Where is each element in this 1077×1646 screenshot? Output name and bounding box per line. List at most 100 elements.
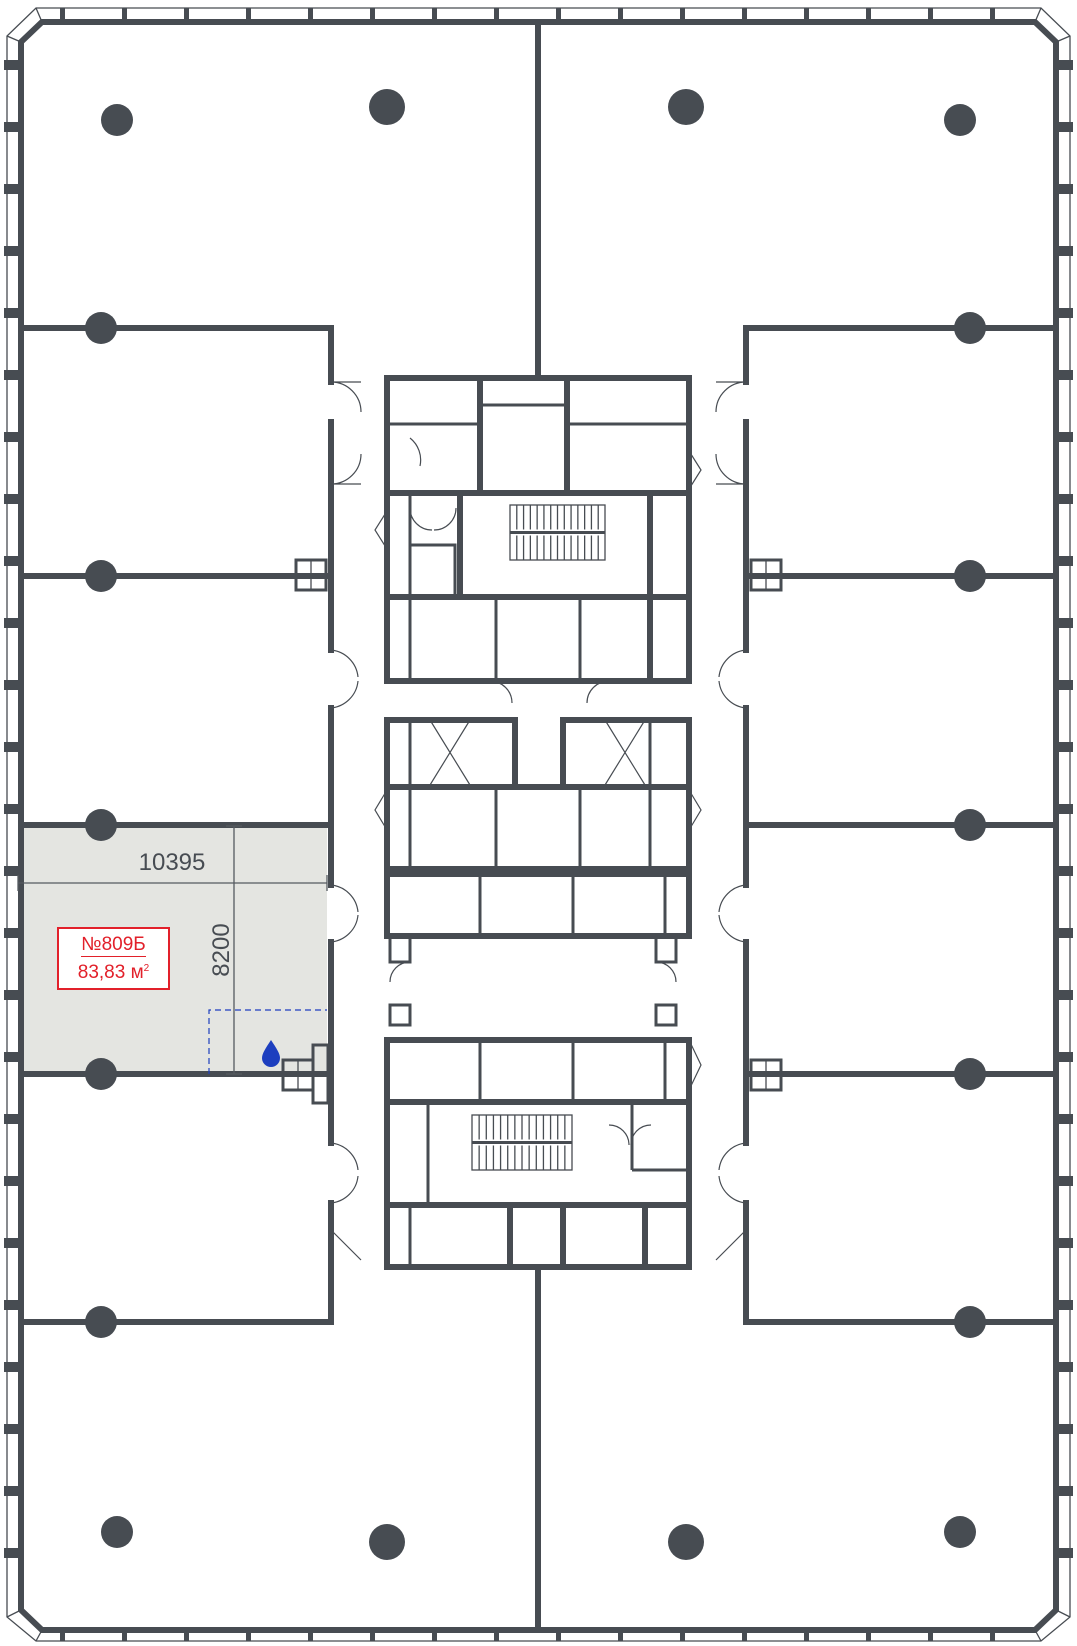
mullion	[866, 1630, 871, 1641]
mullion	[1056, 184, 1073, 194]
mullion	[1056, 246, 1073, 256]
mullion	[4, 742, 21, 752]
mullion	[1056, 1114, 1073, 1124]
mullion	[618, 8, 623, 22]
mullion	[4, 184, 21, 194]
column	[954, 1306, 986, 1338]
mullion	[1056, 1424, 1073, 1434]
column	[954, 560, 986, 592]
column	[85, 1058, 117, 1090]
column	[668, 1524, 704, 1560]
mullion	[1056, 618, 1073, 628]
mullion	[1056, 742, 1073, 752]
mullion	[122, 8, 127, 22]
mullion	[1056, 308, 1073, 318]
unit-area: 83,83 м2	[77, 962, 150, 983]
mullion	[1056, 866, 1073, 876]
staircase	[471, 1114, 573, 1171]
mullion	[4, 1114, 21, 1124]
column	[369, 89, 405, 125]
column	[85, 809, 117, 841]
mullion	[4, 246, 21, 256]
mullion	[432, 8, 437, 22]
building-core	[384, 375, 692, 1270]
column	[944, 104, 976, 136]
mullion	[1056, 1052, 1073, 1062]
mullion	[928, 1630, 933, 1641]
left-partitions	[18, 325, 334, 1325]
mullion	[4, 1238, 21, 1248]
mullion	[370, 1630, 375, 1641]
dimension-depth-label: 8200	[208, 923, 235, 976]
mullion	[866, 8, 871, 22]
mullion	[1056, 680, 1073, 690]
column	[101, 1516, 133, 1548]
column	[101, 104, 133, 136]
column	[944, 1516, 976, 1548]
mullion	[618, 1630, 623, 1641]
dimension-depth: 8200	[208, 825, 242, 1075]
dimension-width-label: 10395	[139, 849, 206, 876]
unit-label[interactable]: №809Б 83,83 м2	[57, 927, 170, 990]
mullion	[4, 804, 21, 814]
mullion	[494, 8, 499, 22]
mullion	[556, 8, 561, 22]
mullion	[4, 370, 21, 380]
mullion	[432, 1630, 437, 1641]
mullion	[1056, 122, 1073, 132]
column	[954, 809, 986, 841]
mullion	[60, 1630, 65, 1641]
mullion	[1056, 928, 1073, 938]
column	[369, 1524, 405, 1560]
mullion	[804, 1630, 809, 1641]
mullion	[680, 1630, 685, 1641]
mullion	[1056, 60, 1073, 70]
mullion	[4, 680, 21, 690]
doors	[330, 381, 747, 1261]
mullion	[1056, 804, 1073, 814]
mullion	[4, 1548, 21, 1558]
mullion	[1056, 1176, 1073, 1186]
mullion	[4, 866, 21, 876]
mullion	[680, 8, 685, 22]
structural-columns	[85, 89, 986, 1560]
dimension-width: 10395	[17, 849, 328, 891]
mullion	[1056, 432, 1073, 442]
mullion	[4, 60, 21, 70]
mullion	[4, 494, 21, 504]
outer-facade	[4, 7, 1073, 1642]
mullion	[1056, 494, 1073, 504]
unit-number: №809Б	[81, 934, 146, 957]
mullion	[4, 1424, 21, 1434]
mullion	[1056, 370, 1073, 380]
mullion	[184, 8, 189, 22]
mullion	[990, 1630, 995, 1641]
staircase	[509, 504, 606, 561]
mullion	[4, 1300, 21, 1310]
mullion	[122, 1630, 127, 1641]
right-partitions	[743, 325, 1059, 1325]
column	[85, 312, 117, 344]
mullion	[246, 1630, 251, 1641]
column	[954, 1058, 986, 1090]
mullion	[4, 308, 21, 318]
column	[85, 1306, 117, 1338]
column	[954, 312, 986, 344]
mullion	[4, 928, 21, 938]
mullion	[742, 1630, 747, 1641]
mullion	[4, 556, 21, 566]
mullion	[4, 1486, 21, 1496]
column	[85, 560, 117, 592]
mullion	[4, 618, 21, 628]
mullion	[1056, 1300, 1073, 1310]
mullion	[1056, 1238, 1073, 1248]
mullion	[1056, 1548, 1073, 1558]
mullion	[1056, 1486, 1073, 1496]
mullion	[556, 1630, 561, 1641]
mullion	[308, 8, 313, 22]
mullion	[804, 8, 809, 22]
mullion	[4, 1176, 21, 1186]
mullion	[4, 990, 21, 1000]
column	[668, 89, 704, 125]
